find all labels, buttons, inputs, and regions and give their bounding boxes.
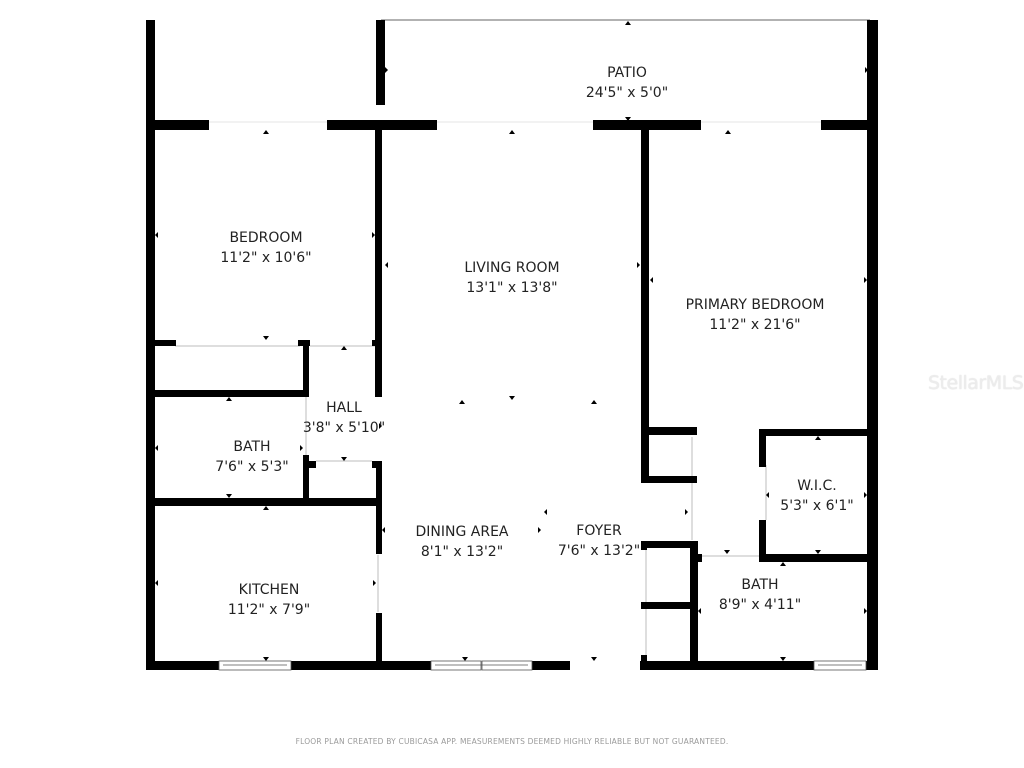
windows	[218, 660, 867, 671]
room-label-bedroom: BEDROOM 11'2" x 10'6"	[220, 228, 311, 268]
room-label-bath-2: BATH 8'9" x 4'11"	[719, 575, 801, 615]
room-dimensions: 3'8" x 5'10"	[302, 420, 386, 436]
room-label-patio: PATIO 24'5" x 5'0"	[586, 63, 668, 103]
room-label-living-room: LIVING ROOM 13'1" x 13'8"	[464, 258, 559, 298]
room-dimensions: 11'2" x 10'6"	[220, 250, 312, 266]
room-name: PRIMARY BEDROOM	[685, 297, 825, 313]
room-name: KITCHEN	[238, 582, 300, 598]
room-dimensions: 5'3" x 6'1"	[780, 498, 854, 514]
room-dimensions: 7'6" x 13'2"	[557, 543, 641, 559]
room-label-bath: BATH 7'6" x 5'3"	[215, 437, 288, 477]
room-dimensions: 13'1" x 13'8"	[466, 280, 558, 296]
room-name: FOYER	[576, 523, 622, 539]
room-label-kitchen: KITCHEN 11'2" x 7'9"	[228, 580, 310, 620]
room-name: BEDROOM	[229, 230, 303, 246]
room-name: BATH	[233, 439, 271, 455]
room-label-hall: HALL 3'8" x 5'10"	[303, 398, 385, 438]
footer-disclaimer: FLOOR PLAN CREATED BY CUBICASA APP. MEAS…	[295, 737, 729, 746]
room-dimensions: 11'2" x 21'6"	[709, 317, 801, 333]
room-name: BATH	[741, 577, 779, 593]
room-dimensions: 8'9" x 4'11"	[718, 597, 802, 613]
opening-lines	[155, 19, 870, 660]
room-name: HALL	[326, 400, 362, 416]
room-label-dining-area: DINING AREA 8'1" x 13'2"	[415, 522, 508, 562]
room-name: DINING AREA	[415, 524, 509, 540]
room-name: PATIO	[607, 65, 647, 81]
room-dimensions: 8'1" x 13'2"	[420, 544, 504, 560]
walls	[146, 20, 878, 670]
room-label-wic: W.I.C. 5'3" x 6'1"	[780, 476, 853, 516]
room-label-foyer: FOYER 7'6" x 13'2"	[558, 521, 640, 561]
room-label-primary-bedroom: PRIMARY BEDROOM 11'2" x 21'6"	[686, 295, 825, 335]
room-dimensions: 7'6" x 5'3"	[215, 459, 289, 475]
room-name: LIVING ROOM	[464, 260, 560, 276]
watermark-logo: StellarMLS	[928, 372, 1024, 394]
dimension-markers	[155, 21, 868, 661]
room-name: W.I.C.	[797, 478, 837, 494]
room-dimensions: 24'5" x 5'0"	[585, 85, 669, 101]
room-dimensions: 11'2" x 7'9"	[227, 602, 311, 618]
